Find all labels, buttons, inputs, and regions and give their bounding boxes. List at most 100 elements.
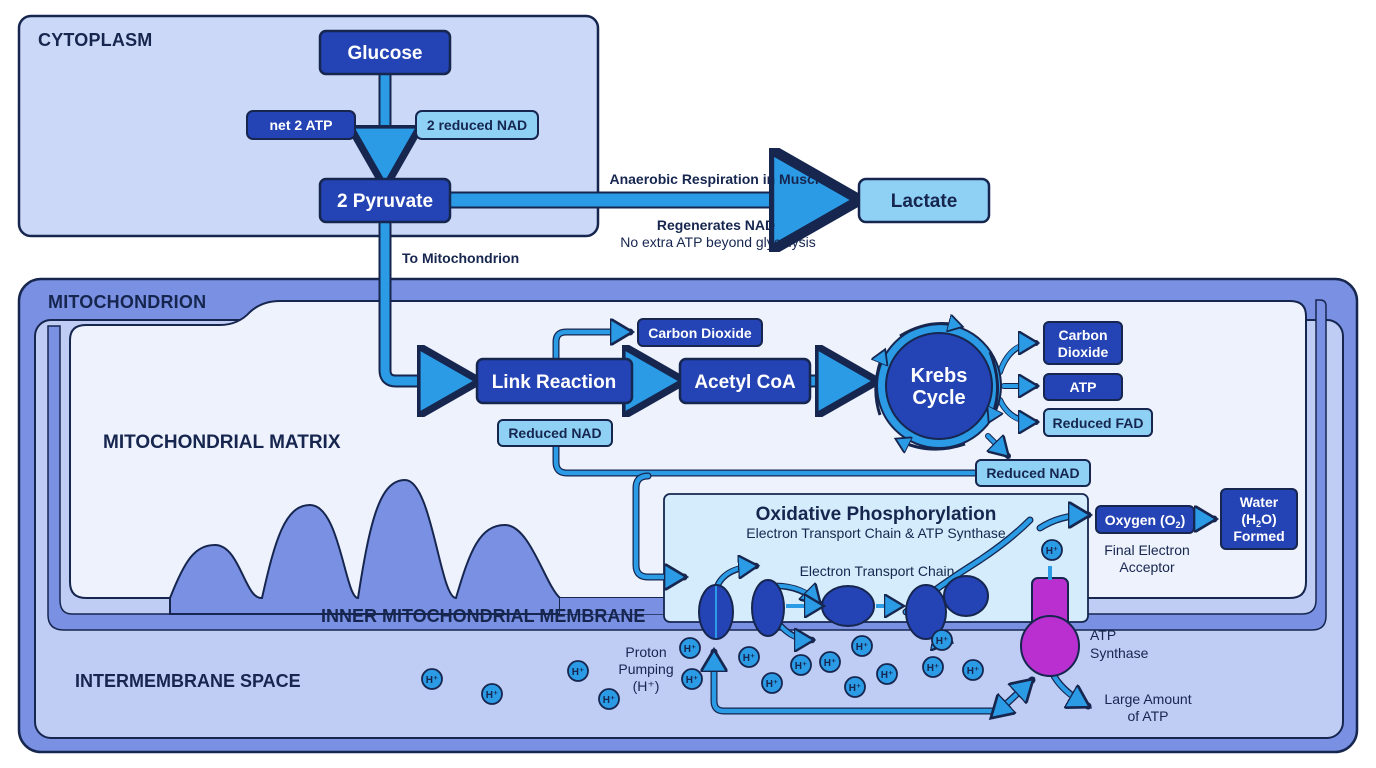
krebs-cycle: Krebs Cycle [876,324,1001,450]
atp-krebs-label: ATP [1070,379,1097,395]
proton-marker: H⁺ [679,637,701,659]
krebs-label-line1: Krebs [911,365,968,387]
proton-marker: H⁺ [922,656,944,678]
net-atp-label: net 2 ATP [269,117,332,133]
proton-return [714,654,997,714]
water-label-2: (H2O) [1241,511,1276,529]
proton-marker: H⁺ [1041,539,1063,561]
final-acceptor-label-2: Acceptor [1119,559,1175,575]
proton-symbol: H⁺ [856,642,869,653]
final-acceptor-label-1: Final Electron [1104,542,1190,558]
intermembrane-title: INTERMEMBRANE SPACE [75,671,301,691]
large-atp-label-1: Large Amount [1104,691,1191,707]
reduced-nad-link-node: Reduced NAD [497,419,613,447]
acetyl-coa-node: Acetyl CoA [678,357,812,405]
co2-link-label: Carbon Dioxide [648,325,752,341]
anaerobic-label: Anaerobic Respiration in Muscle [609,171,826,187]
proton-marker: H⁺ [738,646,760,668]
proton-marker: H⁺ [598,688,620,710]
proton-symbol: H⁺ [849,683,862,694]
arrow-link-co2 [553,332,628,361]
proton-marker: H⁺ [819,651,841,673]
proton-pumping-label-1: Proton [625,644,666,660]
water-label-3: Formed [1233,528,1284,544]
proton-symbol: H⁺ [927,663,940,674]
electron-transport-chain [698,575,989,640]
proton-symbol: H⁺ [743,653,756,664]
oxphos-title: Oxidative Phosphorylation [756,504,997,525]
reduced-nad-glycolysis-label: 2 reduced NAD [427,117,527,133]
synthase-in-arrow [1004,682,1030,706]
krebs-cycle-arrow-left [876,352,884,416]
co2-krebs-node: Carbon Dioxide [1043,321,1123,365]
krebs-cycle-arrow-top [899,324,960,338]
proton-symbol: H⁺ [936,636,949,647]
co2-krebs-label-2: Dioxide [1058,344,1109,360]
oxygen-label: Oxygen (O2) [1105,512,1185,530]
proton-symbol: H⁺ [795,661,808,672]
proton-symbol: H⁺ [1046,546,1059,557]
krebs-label-line2: Cycle [912,387,965,409]
reduced-nad-krebs-label: Reduced NAD [986,465,1079,481]
proton-marker: H⁺ [761,672,783,694]
reduced-nad-glycolysis-node: 2 reduced NAD [415,110,539,140]
proton-marker: H⁺ [681,668,703,690]
lactate-label: Lactate [891,191,958,212]
reduced-nad-krebs-node: Reduced NAD [975,459,1091,487]
reduced-fad-node: Reduced FAD [1043,408,1153,437]
proton-marker: H⁺ [876,663,898,685]
proton-pumping-label-3: (H⁺) [633,678,660,694]
proton-marker: H⁺ [851,635,873,657]
proton-marker: H⁺ [421,668,443,690]
oxygen-node: Oxygen (O2) [1095,505,1195,534]
arrow-pyruvate-link [380,219,462,381]
arrow-nad-etc [633,473,682,577]
arrow-krebs-fad [998,398,1034,422]
glucose-label: Glucose [348,43,423,64]
link-reaction-label: Link Reaction [492,372,617,393]
link-reaction-node: Link Reaction [475,357,634,405]
proton-marker: H⁺ [931,629,953,651]
proton-symbol: H⁺ [824,658,837,669]
etc-complex-3 [821,585,875,627]
co2-krebs-label-1: Carbon [1059,327,1108,343]
oxphos-subtitle: Electron Transport Chain & ATP Synthase [746,525,1006,541]
pyruvate-node: 2 Pyruvate [318,177,452,224]
atp-krebs-node: ATP [1043,373,1123,401]
proton-symbol: H⁺ [686,675,699,686]
krebs-cycle-arrow-right [990,351,998,420]
proton-marker: H⁺ [567,660,589,682]
proton-symbol: H⁺ [426,675,439,686]
etc-complex-2 [751,579,785,637]
arrow-krebs-co2 [998,343,1034,374]
acetyl-coa-label: Acetyl CoA [694,372,796,393]
proton-marker: H⁺ [481,683,503,705]
regenerates-nad-label: Regenerates NAD [657,217,775,233]
proton-symbol: H⁺ [967,666,980,677]
nad-bus [553,443,979,476]
proton-marker: H⁺ [962,659,984,681]
proton-markers: H⁺ H⁺ H⁺ H⁺ H⁺ H⁺ H⁺ H⁺ H⁺ H⁺ H⁺ H⁺ H⁺ H⁺ H⁺ H⁺ H⁺ [421,539,1063,710]
proton-marker: H⁺ [844,676,866,698]
mitochondrion-title: MITOCHONDRION [48,292,206,312]
annotations: Anaerobic Respiration in Muscle Regenera… [402,171,1192,724]
atp-synthase: ATP Synthase [1020,566,1149,677]
large-atp-label-2: of ATP [1128,708,1169,724]
proton-symbol: H⁺ [486,690,499,701]
etc-complex-5 [943,575,989,617]
water-node: Water (H2O) Formed [1220,488,1298,550]
co2-link-node: Carbon Dioxide [637,318,763,347]
cytoplasm-title: CYTOPLASM [38,30,152,50]
arrow-to-oxygen [1037,515,1086,531]
glucose-node: Glucose [318,29,452,76]
atp-synthase-label-2: Synthase [1090,645,1149,661]
krebs-cycle-arrow-bottom [898,440,966,449]
pyruvate-label: 2 Pyruvate [337,191,433,212]
lactate-node: Lactate [857,177,991,224]
proton-marker: H⁺ [790,654,812,676]
net-atp-node: net 2 ATP [246,110,356,140]
proton-symbol: H⁺ [603,695,616,706]
reduced-fad-label: Reduced FAD [1052,415,1143,431]
